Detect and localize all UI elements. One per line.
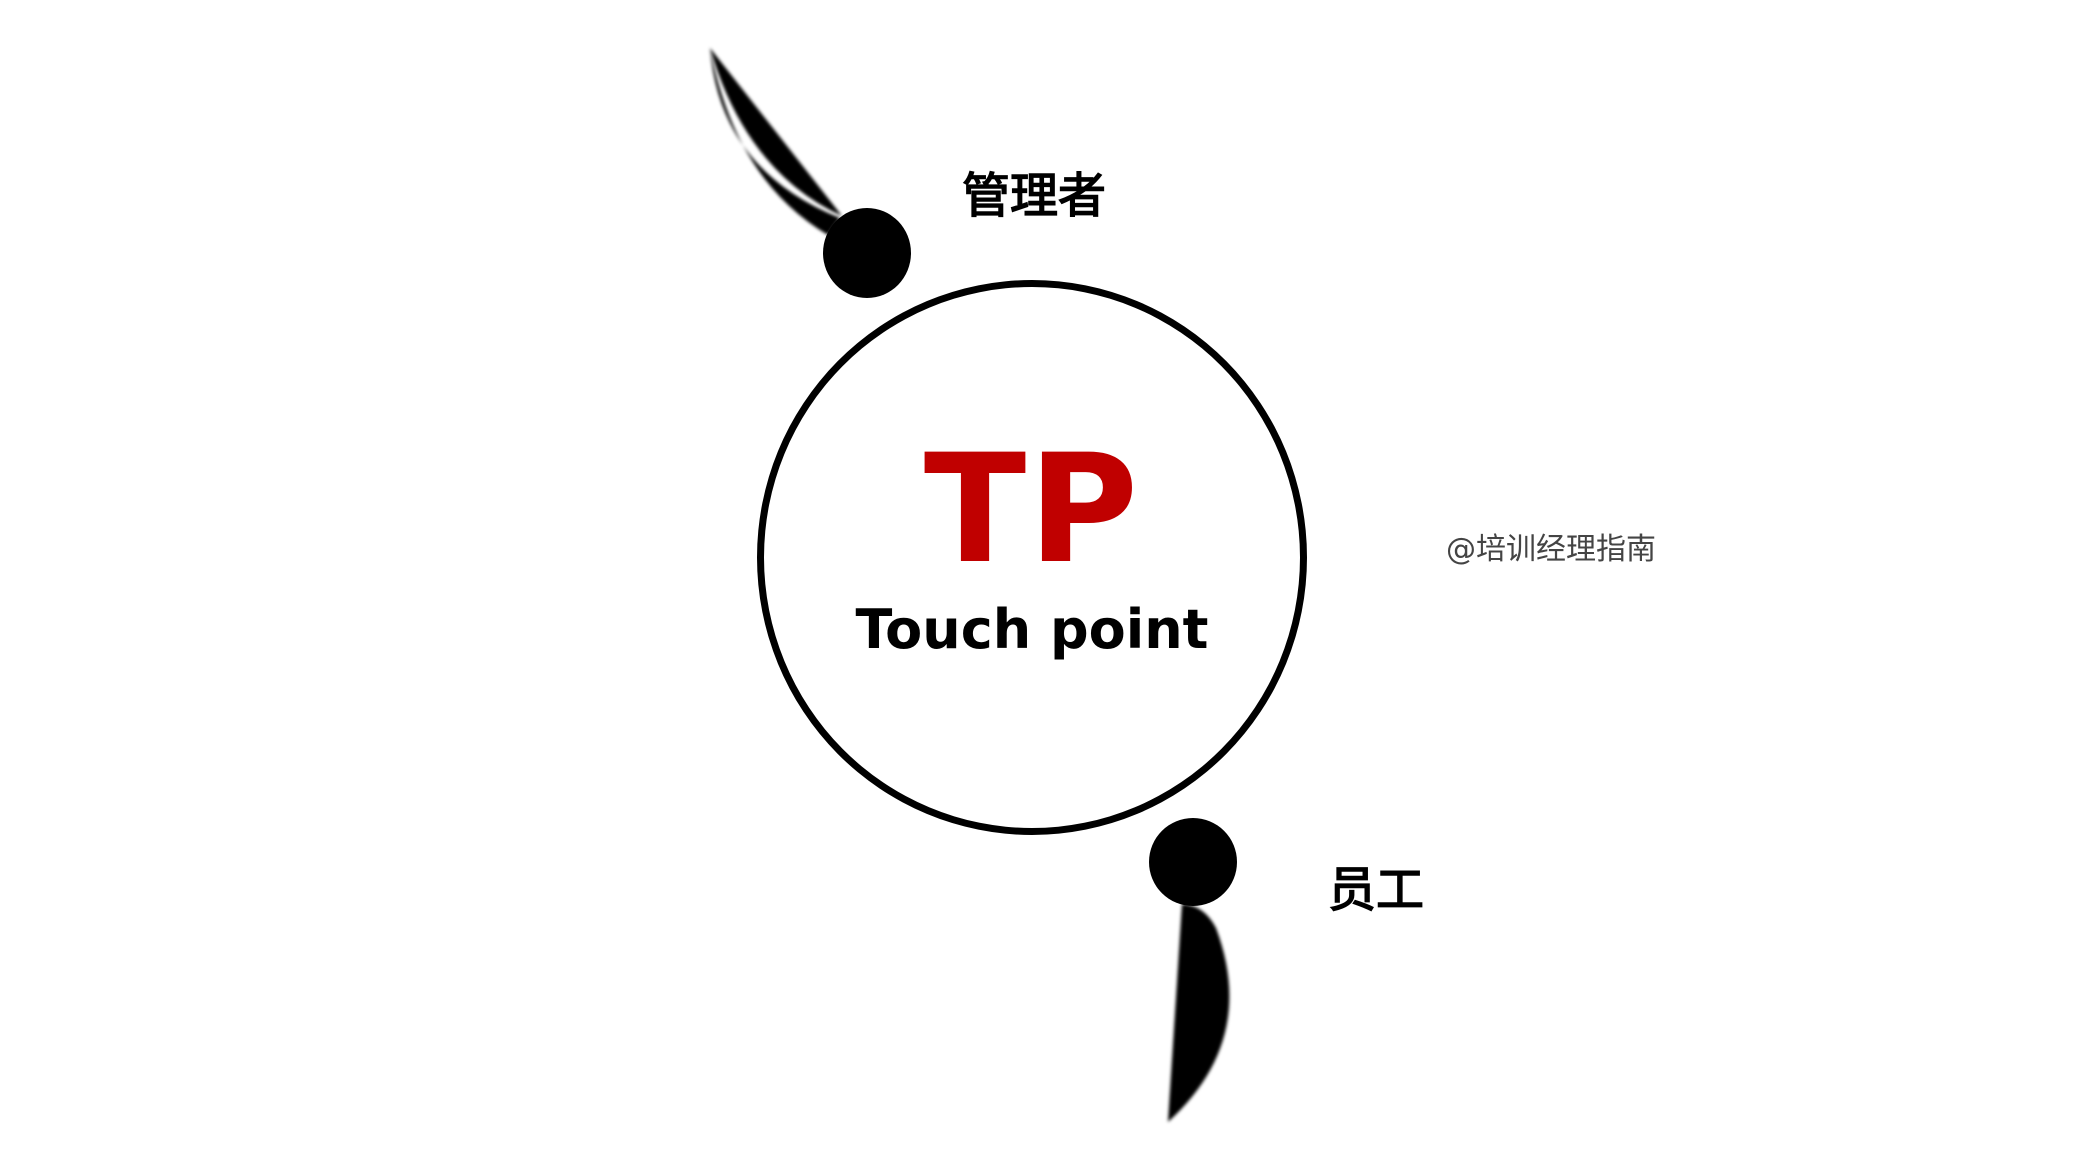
manager-body-icon	[710, 48, 840, 235]
manager-body-fill-icon	[710, 48, 842, 216]
manager-label: 管理者	[962, 168, 1107, 224]
touch-point-circle	[757, 280, 1307, 835]
employee-figure-icon	[1149, 818, 1237, 1122]
watermark-text: @培训经理指南	[1446, 532, 1656, 567]
employee-body-icon	[1168, 904, 1230, 1122]
employee-head-icon	[1149, 818, 1237, 906]
center-subtitle: Touch point	[855, 598, 1209, 661]
employee-label: 员工	[1328, 862, 1425, 918]
manager-figure-icon	[710, 48, 911, 298]
manager-head-icon	[823, 208, 911, 298]
center-title: TP	[923, 423, 1141, 597]
